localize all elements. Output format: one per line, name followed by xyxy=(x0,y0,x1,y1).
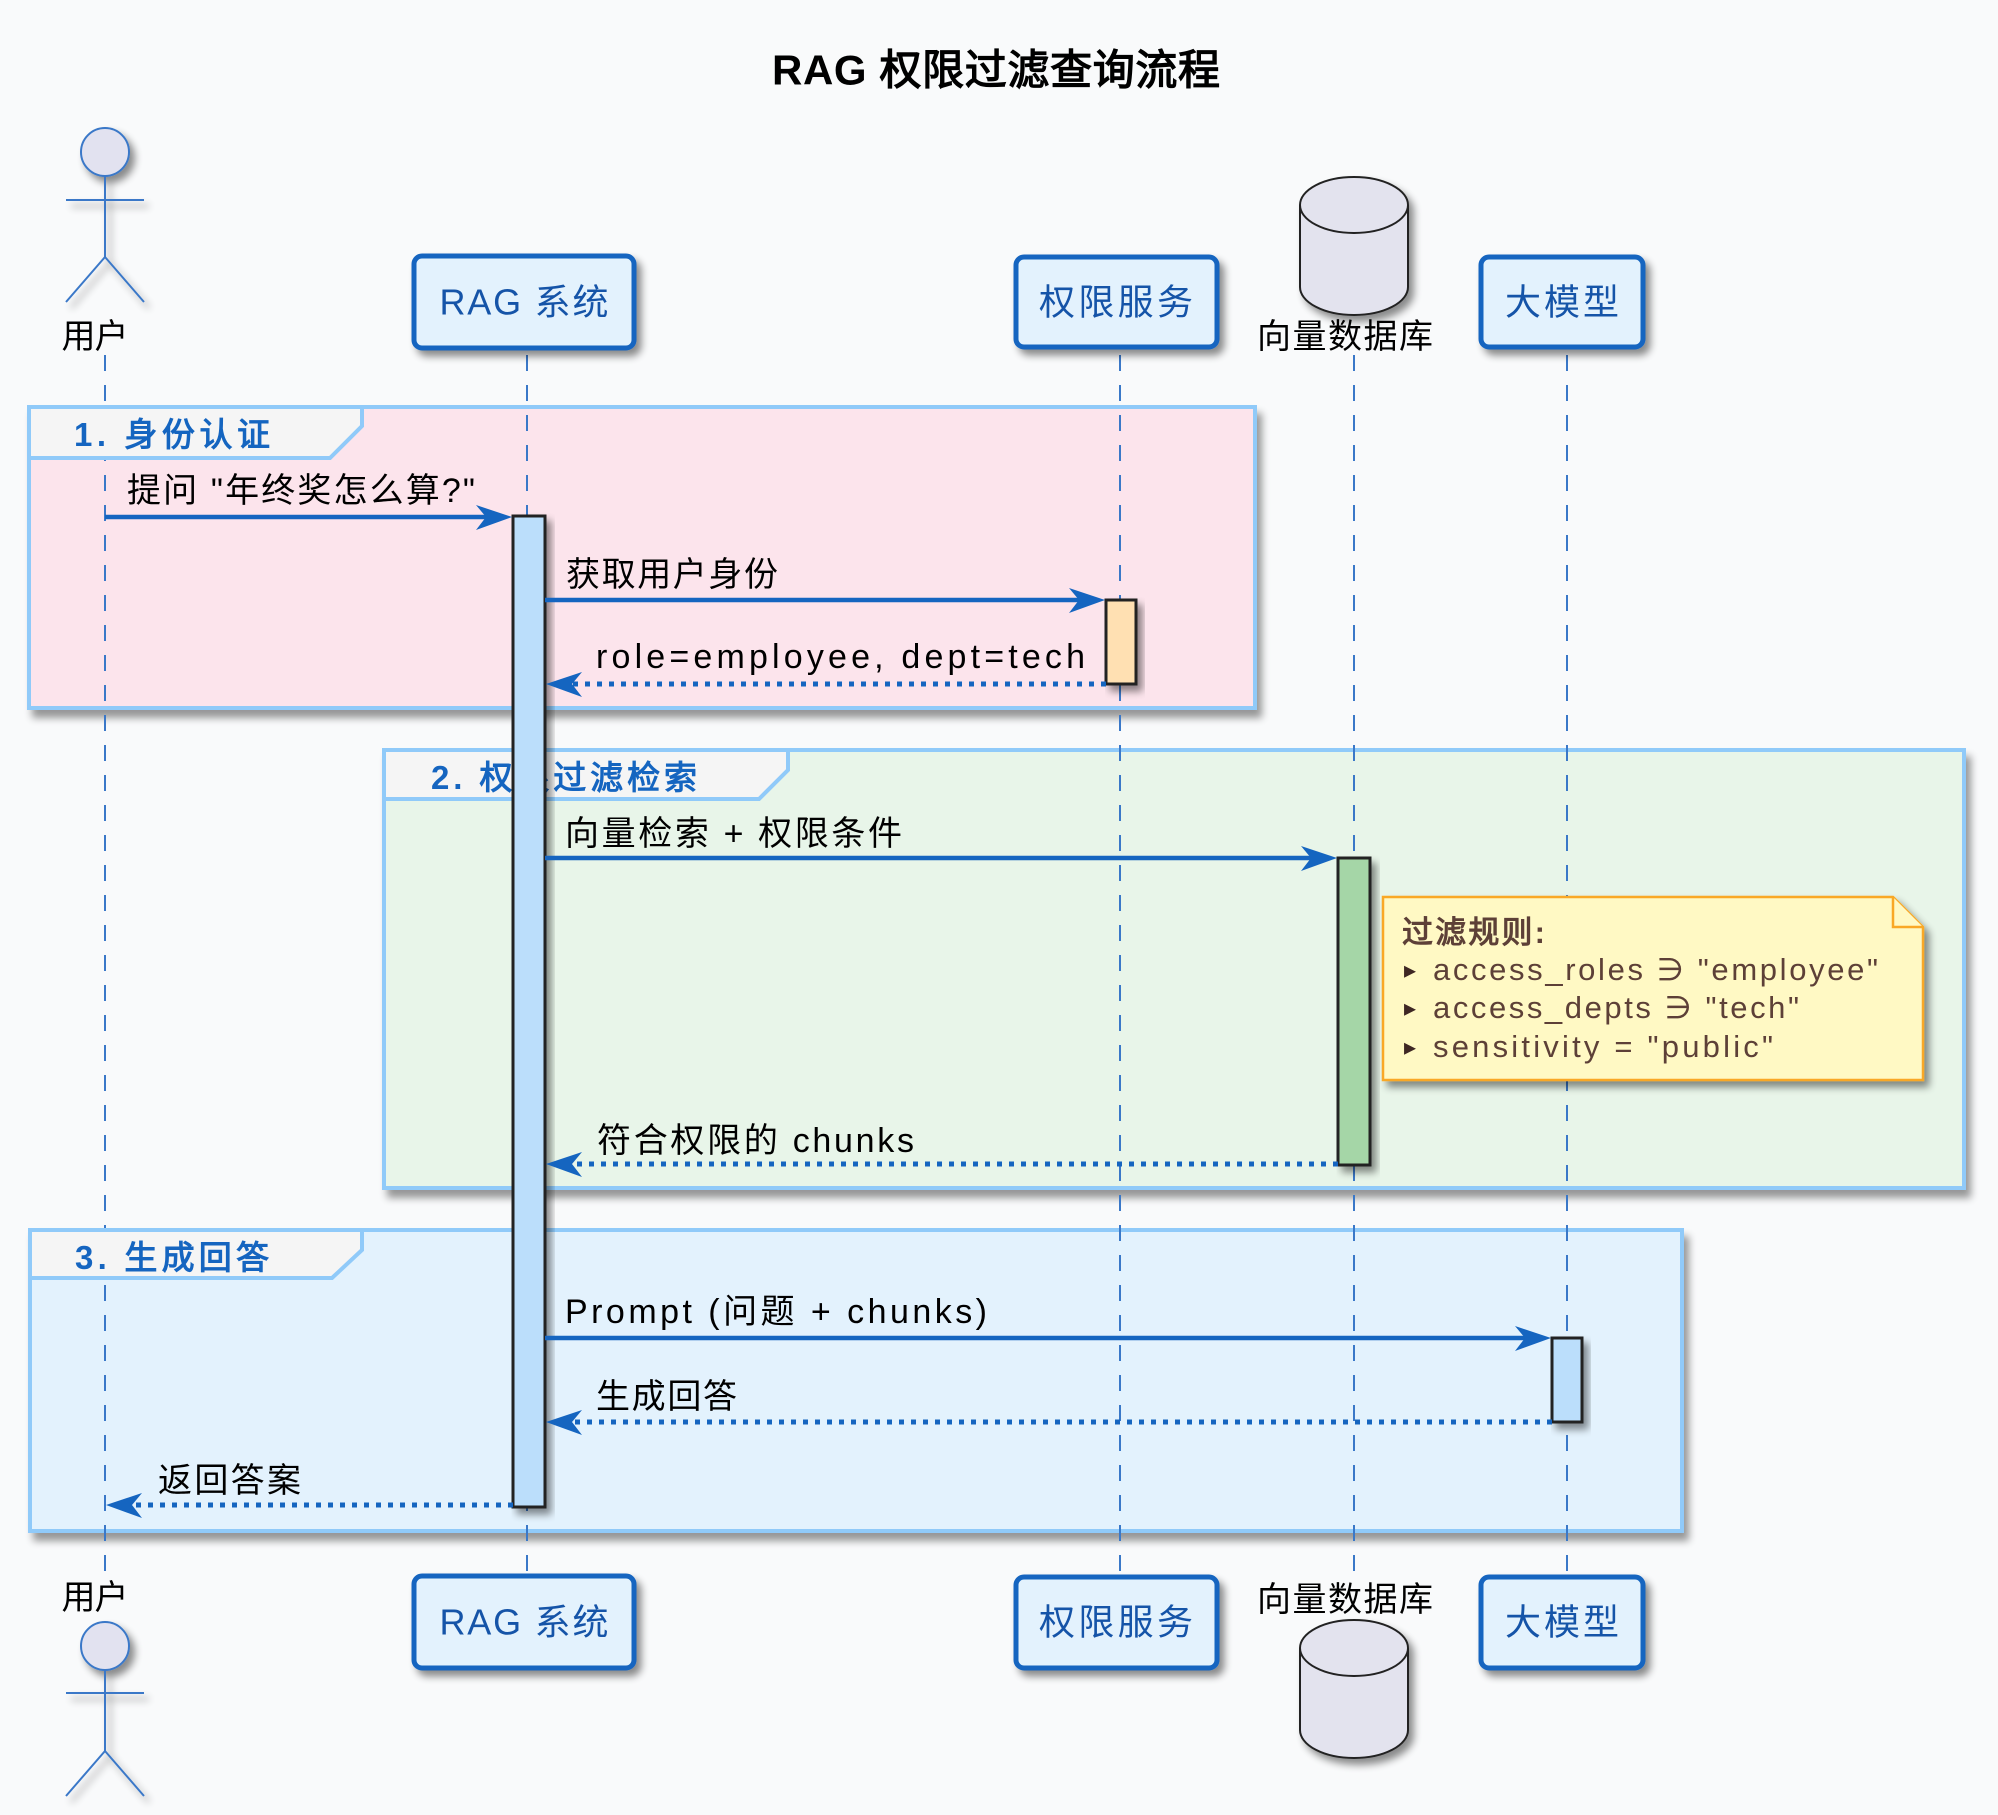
group-tab-auth: 1. 身份认证 xyxy=(27,405,364,460)
participant-user-bottom: 用户 xyxy=(62,1579,145,1797)
message-label: role=employee, dept=tech xyxy=(596,638,1085,676)
group-tab-shape xyxy=(27,405,364,460)
arrowhead-left-icon xyxy=(546,1410,582,1435)
actor-stick-figure-icon xyxy=(65,127,145,303)
message-ask-question: 提问 "年终奖怎么算?" xyxy=(105,472,512,530)
arrowhead-right-icon xyxy=(1069,588,1105,613)
bullet-triangle-icon: ▸ xyxy=(1404,957,1416,984)
group-label: 1. 身份认证 xyxy=(74,416,270,453)
arrowhead-right-icon xyxy=(1515,1326,1551,1351)
message-label: 生成回答 xyxy=(596,1378,737,1416)
activation-auth-service xyxy=(1104,598,1138,686)
participant-label: 向量数据库 xyxy=(1257,318,1433,356)
participant-auth-service-bottom: 权限服务 xyxy=(1013,1574,1220,1671)
participant-auth-service-top: 权限服务 xyxy=(1013,254,1220,350)
participant-box xyxy=(1013,254,1220,350)
bullet-triangle-icon: ▸ xyxy=(1404,1034,1416,1061)
cylinder-rim xyxy=(1299,204,1409,234)
group-tab-shape xyxy=(382,748,790,801)
actor-legs xyxy=(65,255,145,303)
message-label: 向量检索 + 权限条件 xyxy=(565,815,902,853)
message-label: Prompt (问题 + chunks) xyxy=(565,1293,987,1331)
group-frame-generate xyxy=(28,1228,1684,1533)
note-line: access_depts ∋ "tech" xyxy=(1433,990,1799,1025)
cylinder-body xyxy=(1299,1619,1409,1759)
arrowhead-left-icon xyxy=(546,1152,582,1177)
note-fold-corner xyxy=(1891,897,1923,929)
note-title: 过滤规则: xyxy=(1402,915,1545,950)
group-label: 2. 权限过滤检索 xyxy=(431,759,697,796)
bullet-triangle-icon: ▸ xyxy=(1404,995,1416,1022)
participant-box xyxy=(1478,254,1646,350)
group-tab-filter-search: 2. 权限过滤检索 xyxy=(382,748,790,801)
participant-label: 用户 xyxy=(62,1579,129,1617)
participant-rag-system-bottom: RAG 系统 xyxy=(411,1573,637,1671)
arrowhead-left-icon xyxy=(546,672,582,697)
diagram-title: RAG 权限过滤查询流程 xyxy=(772,47,1220,94)
participant-label: 大模型 xyxy=(1505,1602,1619,1643)
note-filter-rules xyxy=(1381,895,1925,1082)
group-tab-shape xyxy=(28,1228,364,1280)
activation-llm xyxy=(1550,1336,1584,1424)
message-label: 获取用户身份 xyxy=(566,556,778,594)
arrowhead-left-icon xyxy=(106,1493,142,1518)
message-vector-search: 向量检索 + 权限条件 xyxy=(545,815,1337,871)
participant-llm-bottom: 大模型 xyxy=(1478,1574,1646,1671)
arrowhead-right-icon xyxy=(1301,846,1337,871)
cylinder-rim xyxy=(1299,1647,1409,1677)
participant-user-top: 用户 xyxy=(62,127,145,356)
actor-head xyxy=(80,1621,130,1671)
message-generate-answer: 生成回答 xyxy=(546,1378,1552,1435)
participant-box xyxy=(411,253,637,351)
arrowhead-right-icon xyxy=(476,505,512,530)
activation-rag-system xyxy=(511,514,547,1509)
participant-label: RAG 系统 xyxy=(440,1602,609,1643)
message-label: 符合权限的 chunks xyxy=(597,1122,914,1160)
message-label: 提问 "年终奖怎么算?" xyxy=(127,472,475,510)
participant-label: 向量数据库 xyxy=(1257,1581,1433,1619)
group-label: 3. 生成回答 xyxy=(75,1239,270,1276)
participant-label: 大模型 xyxy=(1505,282,1619,323)
database-cylinder-icon xyxy=(1299,176,1409,316)
note-shape xyxy=(1381,895,1925,1082)
participant-box xyxy=(1478,1574,1646,1671)
message-chunks-return: 符合权限的 chunks xyxy=(546,1122,1338,1177)
activation-vector-db xyxy=(1336,856,1372,1167)
participant-vector-db-top: 向量数据库 xyxy=(1257,176,1433,356)
participant-vector-db-bottom: 向量数据库 xyxy=(1257,1581,1433,1759)
actor-legs xyxy=(65,1749,145,1797)
actor-stick-figure-icon xyxy=(65,1621,145,1797)
actor-head xyxy=(80,127,130,177)
participant-box xyxy=(1013,1574,1220,1671)
group-tab-generate: 3. 生成回答 xyxy=(28,1228,364,1280)
participant-llm-top: 大模型 xyxy=(1478,254,1646,350)
database-cylinder-icon xyxy=(1299,1619,1409,1759)
participant-rag-system-top: RAG 系统 xyxy=(411,253,637,351)
participant-label: 用户 xyxy=(62,318,129,356)
message-identity-return: role=employee, dept=tech xyxy=(546,638,1106,697)
participant-box xyxy=(411,1573,637,1671)
message-prompt: Prompt (问题 + chunks) xyxy=(545,1293,1551,1351)
participant-label: RAG 系统 xyxy=(440,282,609,323)
cylinder-body xyxy=(1299,176,1409,316)
